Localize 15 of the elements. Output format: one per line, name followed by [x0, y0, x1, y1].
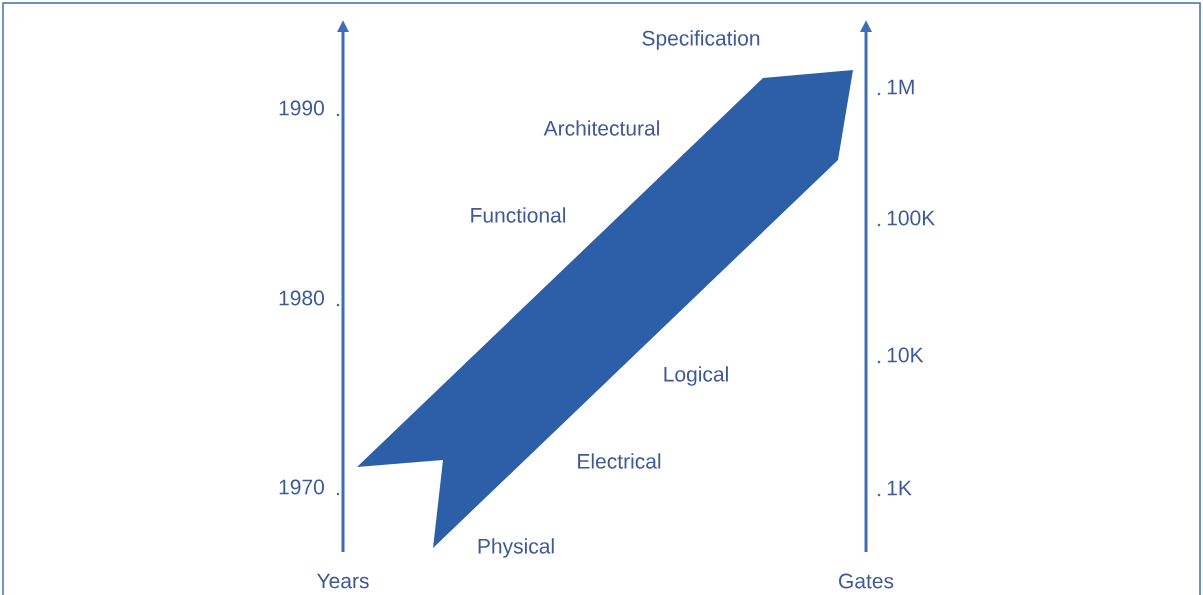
- level-label: Specification: [642, 30, 760, 50]
- level-label: Functional: [471, 207, 566, 223]
- level-label: Physical: [478, 538, 554, 558]
- tick-label: 10K: [887, 347, 924, 363]
- level-label: Architectural: [543, 120, 659, 136]
- level-label: Electrical: [578, 453, 661, 469]
- tick-label: 1K: [887, 480, 912, 496]
- axis-label: Years: [317, 573, 369, 589]
- level-label: Logical: [664, 366, 728, 386]
- tick-label: 1980: [279, 290, 324, 306]
- tick-label: 1970: [279, 479, 324, 495]
- tick-label: 1990: [279, 100, 324, 116]
- axis-label: Gates: [839, 573, 894, 589]
- tick-label: 1M: [887, 79, 914, 95]
- tick-label: 100K: [887, 210, 935, 226]
